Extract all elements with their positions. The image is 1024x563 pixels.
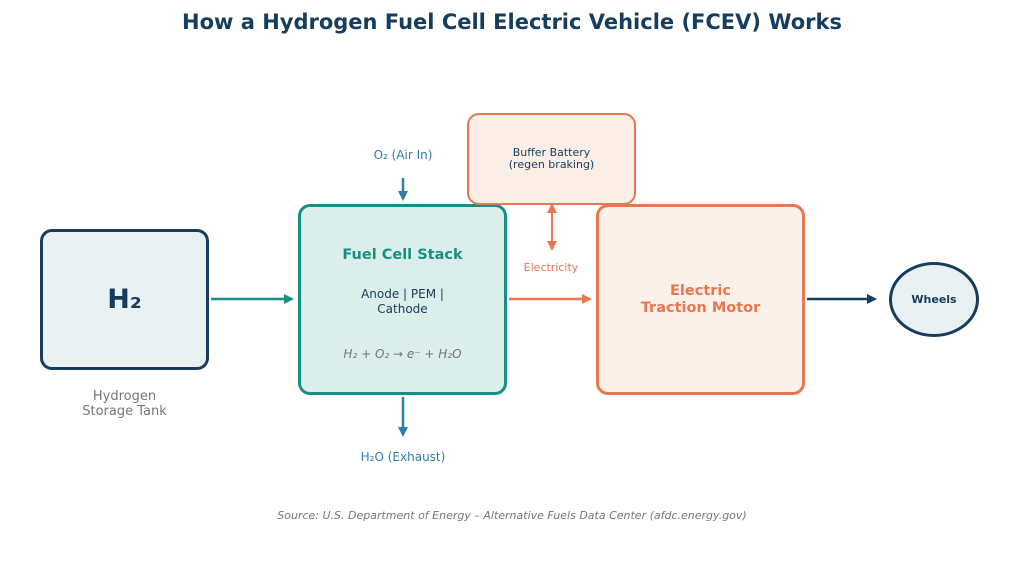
hydrogen-symbol: H₂ — [107, 284, 142, 315]
motor-line1: Electric — [670, 282, 731, 299]
electricity-label: Electricity — [523, 261, 579, 274]
tank-caption: Hydrogen Storage Tank — [40, 389, 209, 419]
fuel-cell-layers-line2: Cathode — [377, 302, 428, 316]
fuel-cell-layers: Anode | PEM | Cathode — [301, 287, 504, 317]
fuel-cell-equation: H₂ + O₂ → e⁻ + H₂O — [343, 347, 462, 361]
tank-caption-line1: Hydrogen — [92, 389, 157, 404]
source-note: Source: U.S. Department of Energy – Alte… — [277, 509, 747, 522]
wheels-label: Wheels — [911, 293, 957, 306]
buffer-battery-box: Buffer Battery (regen braking) — [467, 113, 636, 205]
fuel-cell-stack-box: Fuel Cell Stack Anode | PEM | Cathode H₂… — [298, 204, 507, 395]
battery-line1: Buffer Battery — [512, 146, 591, 159]
traction-motor-box: Electric Traction Motor — [596, 204, 805, 395]
wheels-node: Wheels — [889, 262, 979, 337]
fuel-cell-layers-line1: Anode | PEM | — [361, 287, 444, 301]
exhaust-label: H₂O (Exhaust) — [360, 450, 446, 464]
motor-line2: Traction Motor — [640, 299, 761, 316]
diagram-title: How a Hydrogen Fuel Cell Electric Vehicl… — [182, 10, 842, 34]
fuel-cell-title: Fuel Cell Stack — [342, 247, 463, 263]
battery-line2: (regen braking) — [508, 158, 595, 171]
air-in-label: O₂ (Air In) — [373, 148, 433, 162]
hydrogen-tank-box: H₂ — [40, 229, 209, 370]
tank-caption-line2: Storage Tank — [82, 404, 167, 419]
